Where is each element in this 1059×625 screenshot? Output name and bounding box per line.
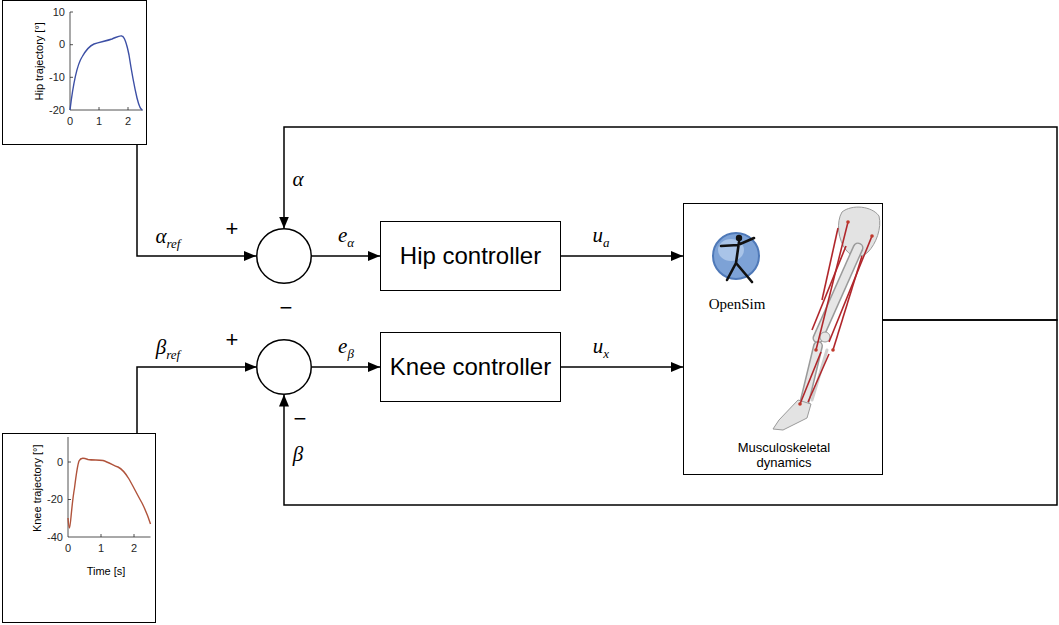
tick-label: -40 (47, 531, 63, 544)
tick-label: 0 (65, 542, 71, 555)
junction-outline (256, 228, 312, 284)
tick-label: 0 (59, 38, 65, 51)
controller-label: Knee controller (390, 353, 551, 381)
muscle-point (846, 220, 850, 224)
logo-text: OpenSim (689, 296, 785, 313)
tick-label: -20 (47, 493, 63, 506)
muscle-line (816, 222, 848, 350)
axis-line (68, 437, 151, 537)
summing-junction: +− (256, 339, 312, 395)
axis-title: Hip trajectory [°] (33, 6, 46, 116)
signal-line (312, 366, 380, 368)
sign-label: − (288, 406, 312, 431)
signal-line (284, 320, 1057, 505)
tick-label: -10 (49, 71, 65, 84)
sign-label: + (220, 216, 244, 241)
axis-title: Knee trajectory [°] (31, 433, 44, 543)
signal-line (561, 255, 683, 257)
leg-skeleton (773, 207, 880, 430)
muscle-point (870, 234, 874, 238)
muscle-point (814, 348, 818, 352)
logo-figure-head (736, 235, 742, 241)
sign-label: + (220, 327, 244, 352)
tick-label: 2 (131, 542, 137, 555)
axis-ticks (68, 462, 134, 537)
controller-box: Hip controller (380, 221, 561, 291)
tick-label: 0 (57, 456, 63, 469)
signal-label: βref (155, 336, 181, 359)
signal-label: ua (591, 224, 610, 247)
muscle-point (798, 402, 802, 406)
axis-title: Time [s] (66, 565, 146, 578)
muscle-lines (800, 222, 872, 404)
signal-label: α (291, 168, 304, 191)
tick-label: 10 (53, 6, 65, 19)
signal-label: β (292, 443, 304, 466)
plant-box: OpenSimMusculoskeletal dynamics (683, 203, 883, 475)
tick-label: -20 (49, 104, 65, 117)
opensim-logo (713, 233, 759, 282)
hip-plot-axes (70, 12, 143, 110)
junction-circle (257, 340, 312, 395)
muscle-line (808, 354, 829, 402)
signal-label: αref (154, 225, 181, 248)
sign-label: − (274, 295, 298, 320)
tick-label: 1 (98, 542, 104, 555)
foot-bone (773, 400, 811, 430)
hip-trajectory-curve (70, 36, 143, 110)
tick-label: 0 (67, 115, 73, 128)
muscle-points (798, 220, 874, 406)
tick-label: 2 (125, 115, 131, 128)
controller-box: Knee controller (380, 332, 561, 402)
signal-line (561, 366, 683, 368)
junction-circle (257, 229, 312, 284)
signal-line (137, 145, 256, 256)
knee-trajectory-curve (68, 458, 151, 528)
junction-outline (256, 339, 312, 395)
muscle-point (831, 348, 835, 352)
muscle-line (833, 256, 862, 350)
signal-label: ux (592, 335, 610, 358)
block-label: Musculoskeletal dynamics (719, 441, 849, 471)
muscle-line (822, 228, 838, 300)
muscle-line (829, 236, 872, 342)
controller-label: Hip controller (400, 242, 541, 270)
signal-line (137, 367, 257, 433)
signal-label: eα (337, 224, 355, 247)
patella-bone (820, 332, 830, 342)
signal-line (312, 255, 380, 257)
signal-line (284, 127, 1057, 320)
logo-figure (721, 238, 754, 282)
signal-label: eβ (337, 335, 355, 358)
tick-label: 1 (96, 115, 102, 128)
plot-panel: Knee trajectory [°] Time [s] (2, 433, 156, 623)
muscle-line (812, 246, 846, 330)
axis-ticks (70, 12, 128, 110)
knee-plot-axes (68, 437, 151, 537)
axis-line (70, 12, 143, 110)
summing-junction: +− (256, 228, 312, 284)
